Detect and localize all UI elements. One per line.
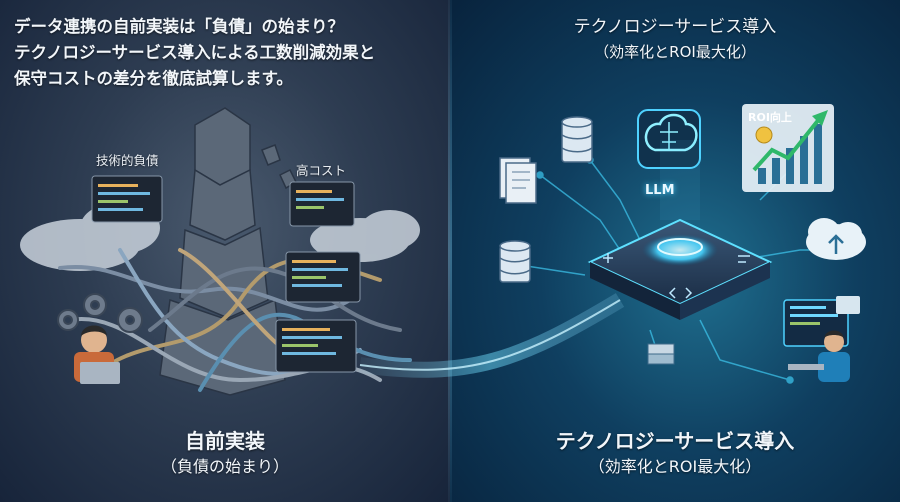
roi-chart-icon [742,104,834,192]
intro-line: テクノロジーサービス導入による工数削減効果と [14,43,376,62]
gear-icon [57,293,143,333]
intro-line: データ連携の自前実装は「負債」の始まり？ [14,17,344,36]
intro-line: 保守コストの差分を徹底試算します。 [14,69,293,88]
roi-up-label: ROI向上 [748,111,792,124]
left-caption: 自前実装 （負債の始まり） [0,427,450,479]
document-icon [499,157,537,204]
cloud-upload-icon [806,218,866,260]
panel-divider [448,0,452,502]
right-caption-title: テクノロジーサービス導入 [555,429,795,453]
database-icon [499,116,593,283]
right-heading: テクノロジーサービス導入 （効率化とROI最大化） [450,14,900,64]
stressed-developer-icon [74,325,120,384]
code-window-icon [91,175,361,373]
left-caption-subtitle: （負債の始まり） [160,457,289,476]
right-caption-subtitle: （効率化とROI最大化） [588,457,762,476]
server-module-icon [647,343,675,365]
right-heading-title: テクノロジーサービス導入 [573,17,777,37]
right-caption: テクノロジーサービス導入 （効率化とROI最大化） [450,427,900,479]
tech-debt-label: 技術的負債 [96,153,159,168]
ai-platform-icon [587,140,773,320]
high-cost-label: 高コスト [296,163,347,178]
llm-label: LLM [645,183,675,198]
brain-icon [637,109,701,169]
intro-text: データ連携の自前実装は「負債」の始まり？ テクノロジーサービス導入による工数削減… [14,14,444,92]
left-caption-title: 自前実装 [185,429,265,453]
happy-developer-icon [783,296,860,382]
right-heading-subtitle: （効率化とROI最大化） [594,43,756,61]
